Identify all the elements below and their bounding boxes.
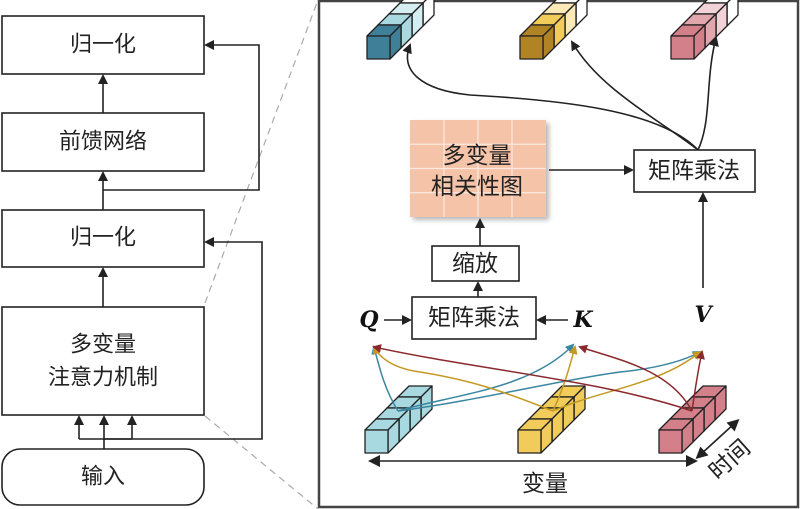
variable-axis-label: 变量 [522,471,568,497]
attention-block: 多变量 注意力机制 [1,306,205,416]
norm-bottom-label: 归一化 [70,226,136,251]
ffn-label: 前馈网络 [59,130,147,155]
norm-top-block: 归一化 [1,15,205,75]
arrow-out-blue [402,43,699,151]
scale-label: 缩放 [452,251,498,277]
matmul-bottom-block: 矩阵乘法 [411,296,537,340]
arrow-out-yellow [570,40,699,151]
input-row-blue-cube [364,418,400,454]
arrow-blue-to-k [397,343,575,412]
input-label: 输入 [81,465,125,490]
input-block: 输入 [1,448,205,506]
zoom-guide-bottom [204,415,319,509]
residual-arrow-bottom [103,237,263,440]
time-axis-label: 时间 [704,435,756,485]
v-label: V [694,302,713,328]
output-row-red-cube [670,24,706,60]
norm-bottom-block: 归一化 [1,209,205,268]
attention-label-line2: 注意力机制 [48,366,158,391]
norm-top-label: 归一化 [70,33,136,58]
matmul-top-label: 矩阵乘法 [648,158,740,184]
matmul-bottom-label: 矩阵乘法 [428,305,520,331]
left-stack-arrows [74,40,263,449]
arrow-yellow-to-k [552,345,578,412]
k-label: K [572,307,593,333]
arrow-blue-to-v [397,351,702,412]
q-label: Q [359,307,378,333]
ffn-block: 前馈网络 [1,112,205,172]
correlation-map-grid [410,120,546,217]
arrow-yellow-to-q [373,345,554,412]
input-row-yellow-cube [517,418,553,454]
qkv-projection-arrows [371,343,705,412]
output-arrows [402,36,719,151]
zoom-guide-top [204,0,319,304]
scale-block: 缩放 [431,245,520,282]
matmul-top-block: 矩阵乘法 [633,149,756,193]
time-axis-arrow [695,418,740,460]
arrow-red-to-k [578,344,693,412]
arrow-yellow-to-v [552,350,702,412]
arrow-red-to-q [372,344,693,412]
output-row-blue-cube [366,24,402,60]
arrow-out-red [697,36,719,151]
output-row-yellow-cube [519,24,555,60]
residual-arrow-top [103,40,260,191]
input-row-red-cube [658,418,694,454]
cube-rows [364,0,739,454]
correlation-map-label-line2: 相关性图 [431,174,523,200]
correlation-map-label-line1: 多变量 [443,143,512,169]
arrow-red-to-v [691,350,705,412]
attention-label-line1: 多变量 [70,333,136,358]
